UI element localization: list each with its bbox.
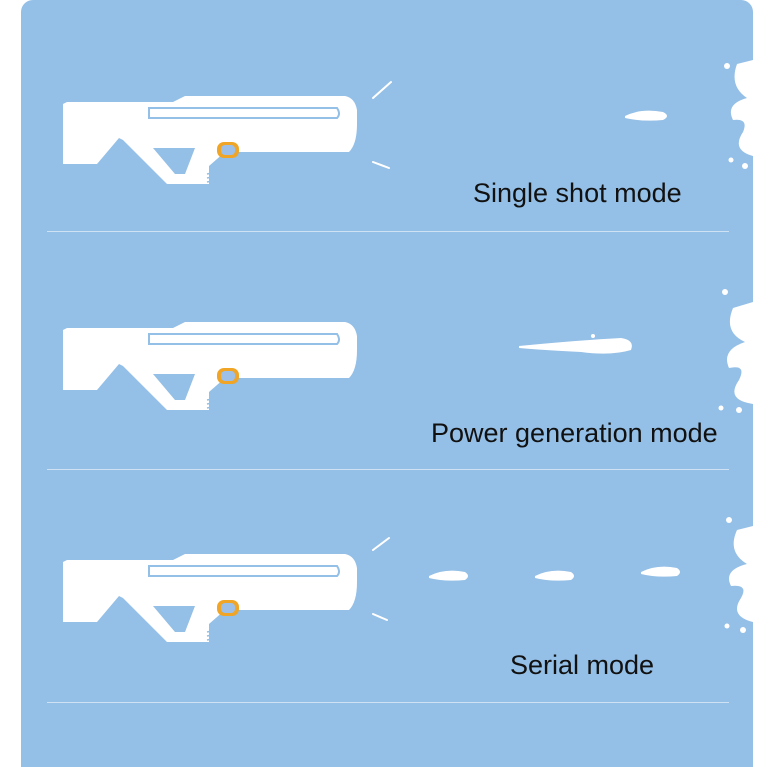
water-droplet-icon — [625, 110, 667, 121]
water-gun-icon — [63, 554, 357, 642]
water-gun-icon — [63, 96, 357, 184]
water-effects — [372, 60, 753, 169]
water-droplet-icon — [641, 566, 680, 577]
mode-label-power-generation: Power generation mode — [431, 418, 718, 448]
row-divider — [47, 469, 729, 470]
water-effects — [372, 517, 753, 633]
mode-row-power-generation: Power generation mode — [21, 232, 753, 464]
water-burst-icon — [730, 60, 753, 156]
row-divider — [47, 231, 729, 232]
water-droplet-icon — [535, 570, 574, 581]
row-divider — [47, 702, 729, 703]
mode-label-single-shot: Single shot mode — [473, 178, 682, 208]
water-droplet-icon — [429, 570, 468, 581]
water-burst-icon — [727, 302, 753, 404]
mode-label-serial: Serial mode — [510, 650, 655, 680]
water-gun-icon — [63, 322, 357, 410]
water-burst-icon — [729, 526, 753, 622]
water-droplet-icon — [519, 338, 632, 354]
mode-row-serial: Serial mode — [21, 470, 753, 702]
product-panel: Single shot mode Power generation mode — [21, 0, 753, 767]
mode-row-single-shot: Single shot mode — [21, 0, 753, 232]
water-effects — [519, 289, 753, 413]
